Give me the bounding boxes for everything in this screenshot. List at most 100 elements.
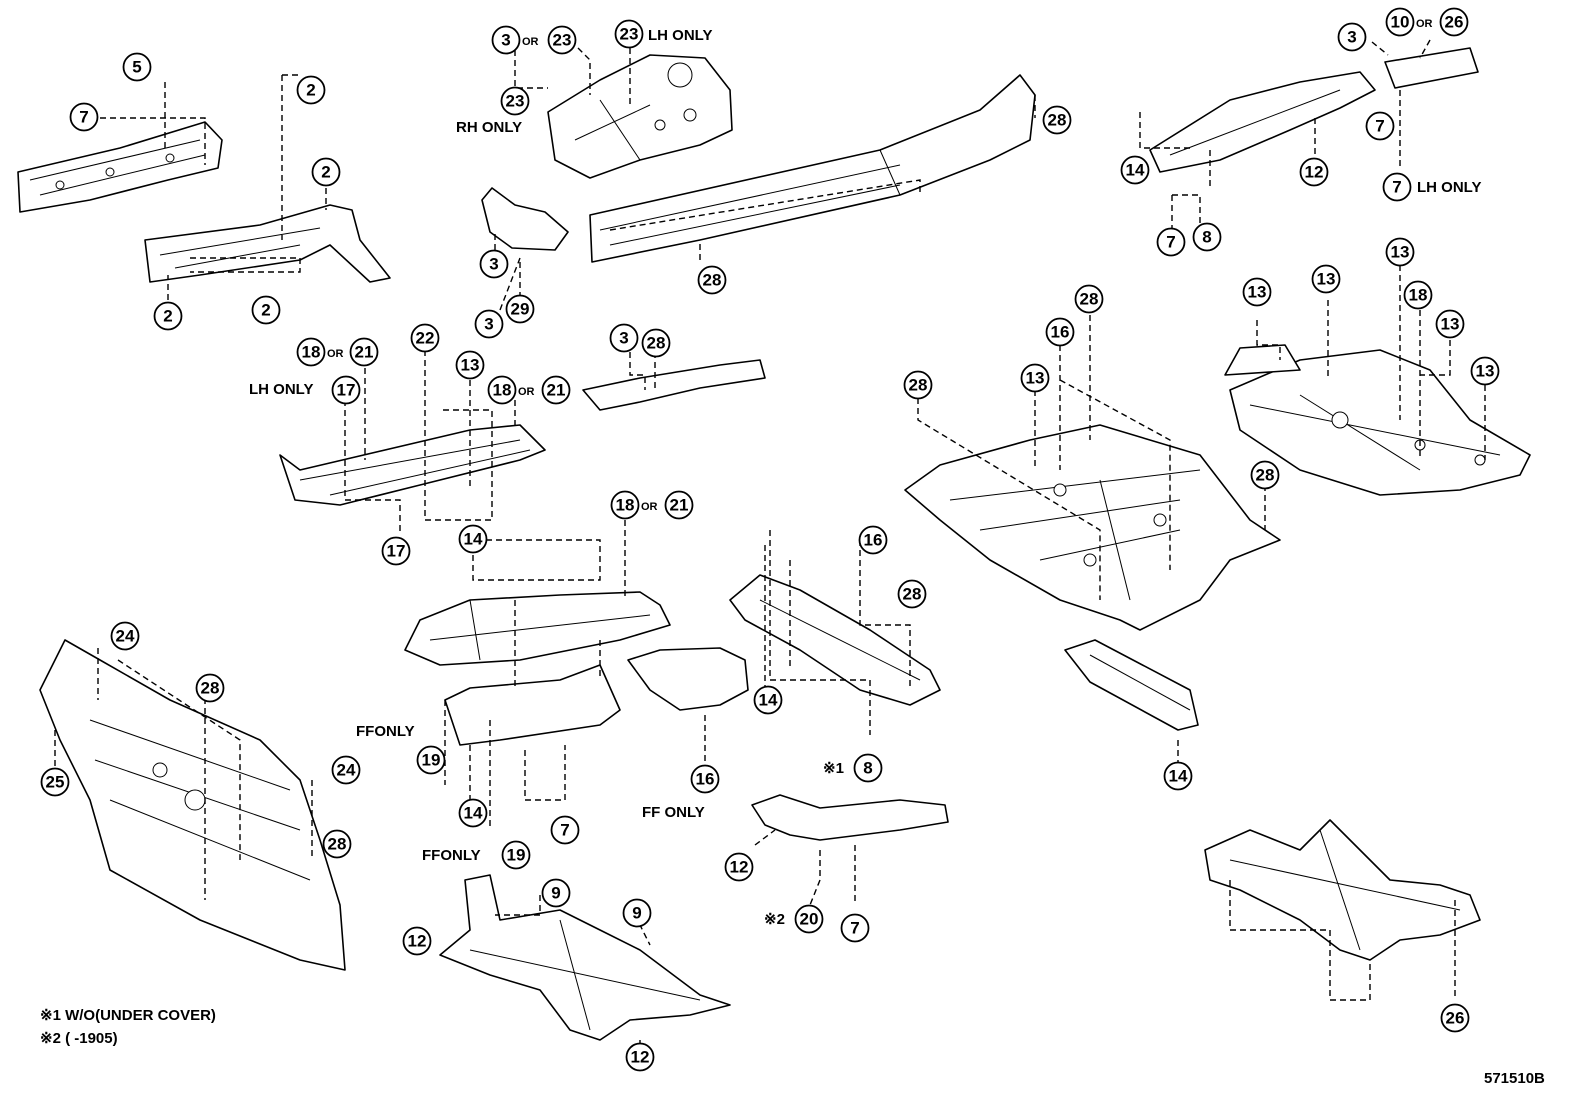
lh-only-label: LH ONLY (648, 27, 712, 44)
callout-2: 2 (311, 157, 341, 187)
svg-text:18: 18 (1409, 286, 1428, 305)
callout-25: 25 (40, 767, 70, 797)
callout-9: 9 (541, 878, 571, 908)
svg-text:21: 21 (547, 381, 566, 400)
footnote-1: ※1 W/O(UNDER COVER) (40, 1007, 216, 1024)
svg-text:28: 28 (1080, 290, 1099, 309)
svg-text:28: 28 (909, 376, 928, 395)
note-ref-2: ※2 (764, 911, 785, 928)
svg-text:2: 2 (321, 163, 330, 182)
svg-text:13: 13 (1441, 315, 1460, 334)
callout-7: 7 (1156, 227, 1186, 257)
callout-19: 19 (416, 745, 446, 775)
svg-text:12: 12 (631, 1048, 650, 1067)
svg-text:28: 28 (201, 679, 220, 698)
callout-24: 24 (110, 621, 140, 651)
svg-text:7: 7 (1392, 178, 1401, 197)
svg-text:21: 21 (355, 343, 374, 362)
svg-text:23: 23 (506, 92, 525, 111)
svg-text:8: 8 (1202, 228, 1211, 247)
svg-text:14: 14 (1169, 767, 1188, 786)
svg-text:7: 7 (560, 821, 569, 840)
or-label: OR (518, 386, 535, 398)
svg-text:9: 9 (551, 884, 560, 903)
callout-22: 22 (410, 323, 440, 353)
svg-text:13: 13 (1026, 369, 1045, 388)
svg-text:16: 16 (1051, 323, 1070, 342)
center-floor-pan-part (904, 424, 1281, 631)
callout-28: 28 (322, 829, 352, 859)
ff-only-label: FFONLY (422, 847, 481, 864)
svg-text:3: 3 (619, 329, 628, 348)
svg-text:13: 13 (1476, 362, 1495, 381)
upper-right-rail-part (1149, 47, 1479, 173)
floor-side-member-center-part (729, 574, 941, 706)
callout-28: 28 (1250, 460, 1280, 490)
small-bracket-part (481, 187, 569, 251)
callout-28: 28 (195, 673, 225, 703)
svg-text:23: 23 (553, 31, 572, 50)
svg-text:18: 18 (493, 381, 512, 400)
note-ref-1: ※1 (823, 760, 844, 777)
callout-16: 16 (858, 525, 888, 555)
svg-text:9: 9 (632, 904, 641, 923)
callout-29: 29 (505, 294, 535, 324)
svg-text:25: 25 (46, 773, 65, 792)
svg-text:28: 28 (328, 835, 347, 854)
svg-text:12: 12 (1305, 163, 1324, 182)
svg-text:7: 7 (79, 108, 88, 127)
front-floor-side-member-part (144, 204, 391, 283)
callout-2: 2 (251, 295, 281, 325)
callout-3: 3 (609, 323, 639, 353)
svg-text:28: 28 (647, 334, 666, 353)
callout-13: 13 (1020, 363, 1050, 393)
svg-text:28: 28 (1048, 111, 1067, 130)
callout-7: 7 (69, 102, 99, 132)
rear-floor-pan-part (1224, 344, 1531, 496)
callout-26: 26 (1440, 1003, 1470, 1033)
callout-3: 3 (479, 249, 509, 279)
svg-text:14: 14 (464, 530, 483, 549)
svg-text:24: 24 (337, 761, 356, 780)
callout-23: 23 (547, 25, 577, 55)
svg-text:16: 16 (696, 770, 715, 789)
callout-14: 14 (1120, 155, 1150, 185)
svg-text:18: 18 (616, 496, 635, 515)
lh-only-label: LH ONLY (249, 381, 313, 398)
rocker-reinforcement-part (751, 794, 949, 841)
svg-text:17: 17 (337, 381, 356, 400)
callout-14: 14 (458, 524, 488, 554)
svg-text:14: 14 (464, 804, 483, 823)
callout-23: 23 (614, 19, 644, 49)
svg-text:24: 24 (116, 627, 135, 646)
callout-14: 14 (753, 685, 783, 715)
or-label: OR (522, 36, 539, 48)
callout-7: 7 (1382, 172, 1412, 202)
small-rail-part (582, 359, 766, 411)
callout-26: 26 (1439, 7, 1469, 37)
callout-28: 28 (641, 328, 671, 358)
svg-text:16: 16 (864, 531, 883, 550)
callout-13: 13 (455, 350, 485, 380)
callout-19: 19 (501, 840, 531, 870)
lh-only-label: LH ONLY (1417, 179, 1481, 196)
callout-23: 23 (500, 86, 530, 116)
svg-text:8: 8 (863, 759, 872, 778)
callout-8: 8 (1192, 222, 1222, 252)
floor-crossmember-part (444, 647, 749, 746)
callout-24: 24 (331, 755, 361, 785)
callout-2: 2 (153, 301, 183, 331)
rear-suspension-member-part (1204, 819, 1481, 961)
svg-text:3: 3 (489, 255, 498, 274)
svg-text:19: 19 (507, 846, 526, 865)
svg-text:13: 13 (1248, 283, 1267, 302)
callout-21: 21 (349, 337, 379, 367)
svg-text:7: 7 (850, 919, 859, 938)
callout-7: 7 (550, 815, 580, 845)
callout-21: 21 (664, 490, 694, 520)
or-label: OR (1416, 18, 1433, 30)
svg-text:29: 29 (511, 300, 530, 319)
svg-text:3: 3 (484, 315, 493, 334)
callout-7: 7 (1365, 111, 1395, 141)
or-label: OR (327, 348, 344, 360)
